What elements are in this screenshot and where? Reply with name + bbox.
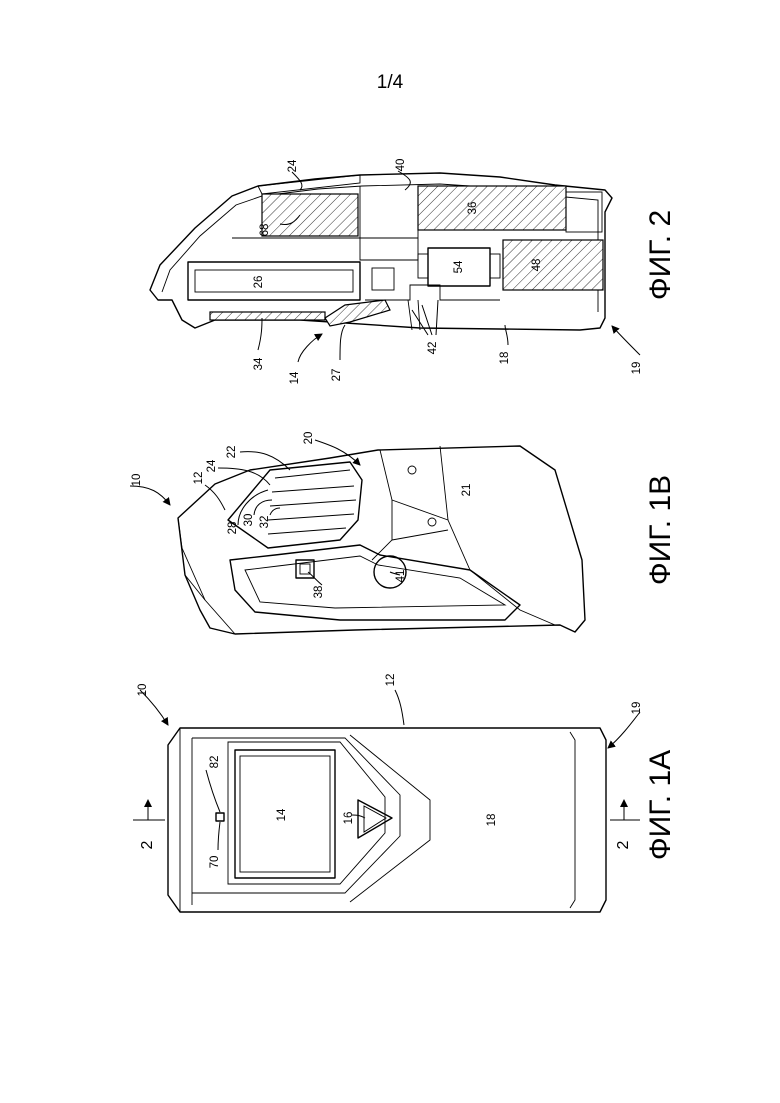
ref-fig1a-12: 12 <box>385 674 397 687</box>
ref-fig2-42: 42 <box>427 342 439 355</box>
block-48 <box>503 240 603 290</box>
lever-27 <box>325 300 390 326</box>
ref-fig1a-19: 19 <box>631 702 643 715</box>
ref-fig1b-24: 24 <box>206 459 218 472</box>
ref-fig1a-10: 10 <box>137 684 149 697</box>
ref-fig2-26: 26 <box>253 276 265 289</box>
ref-fig1b-32: 32 <box>259 516 271 529</box>
figure-1b-perspective-view <box>178 446 585 634</box>
ref-fig2-14: 14 <box>289 371 301 384</box>
plate-34 <box>210 312 325 320</box>
ref-fig2-34: 34 <box>253 357 265 370</box>
ref-fig2-24: 24 <box>287 159 299 172</box>
ref-fig2-48: 48 <box>531 259 543 272</box>
ref-fig1b-21: 21 <box>461 484 473 497</box>
component-26 <box>188 262 360 300</box>
ref-fig2-68: 68 <box>259 224 271 237</box>
ref-fig1b-41: 41 <box>395 570 407 583</box>
ref-fig1a-18: 18 <box>486 814 498 827</box>
caption-fig-2: ФИГ. 2 <box>644 210 677 300</box>
section-mark-top: 2 <box>139 840 156 849</box>
ref-fig1b-38: 38 <box>313 586 325 599</box>
caption-fig-1a: ФИГ. 1А <box>644 750 677 860</box>
ref-fig1b-22: 22 <box>226 446 238 459</box>
trigger-button-16 <box>358 800 392 838</box>
sensor-70-82 <box>216 813 224 821</box>
ref-fig1b-28: 28 <box>227 522 239 535</box>
ref-fig2-27: 27 <box>331 369 343 382</box>
ref-fig1b-10: 10 <box>131 474 143 487</box>
ref-fig1a-16: 16 <box>343 812 355 825</box>
ref-fig2-19: 19 <box>631 362 643 375</box>
ref-fig1a-82: 82 <box>209 756 221 769</box>
section-mark-bottom: 2 <box>615 840 632 849</box>
block-68 <box>262 194 358 236</box>
ref-fig1b-20: 20 <box>303 432 315 445</box>
ref-fig1a-70: 70 <box>209 856 221 869</box>
caption-fig-1b: ФИГ. 1В <box>644 475 677 585</box>
ref-fig2-18: 18 <box>499 352 511 365</box>
battery-36 <box>418 186 566 230</box>
ref-fig2-54: 54 <box>453 260 465 273</box>
ref-fig2-40: 40 <box>395 159 407 172</box>
housing-1b-outline <box>178 446 585 634</box>
ref-fig1b-30: 30 <box>243 514 255 527</box>
figure-2-section-view <box>150 173 612 330</box>
figure-1a-reference-numerals: 10 12 19 82 14 16 18 70 2 2 <box>137 674 643 869</box>
ref-fig2-36: 36 <box>467 202 479 215</box>
ref-fig1b-12: 12 <box>193 472 205 485</box>
ref-fig1a-14: 14 <box>276 808 288 821</box>
